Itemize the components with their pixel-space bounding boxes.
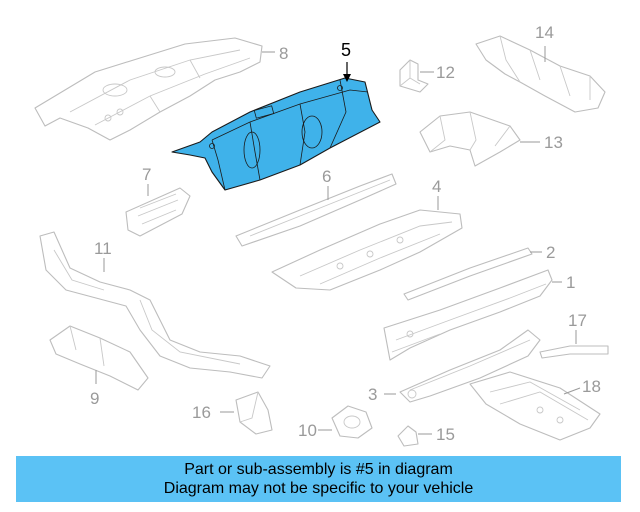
callout-12: 12	[436, 63, 455, 82]
part-4-outline	[271, 209, 463, 291]
part-13-outline	[419, 111, 521, 167]
part-9-outline	[49, 325, 149, 391]
part-6-outline	[235, 173, 397, 247]
callout-6: 6	[322, 167, 331, 186]
callout-10: 10	[298, 421, 317, 440]
part-3-outline	[399, 329, 541, 403]
banner-line-1: Part or sub-assembly is #5 in diagram	[184, 461, 453, 478]
callout-17: 17	[568, 311, 587, 330]
part-16-outline	[235, 391, 273, 435]
callout-9: 9	[90, 389, 99, 408]
callout-14: 14	[535, 23, 554, 42]
callout-2: 2	[546, 243, 555, 262]
callout-1: 1	[566, 273, 575, 292]
parts-diagram: 8 5 12 14 13 7 6	[34, 23, 609, 447]
part-10-outline	[331, 405, 373, 439]
callout-13: 13	[544, 133, 563, 152]
callout-5: 5	[341, 40, 351, 60]
part-2-outline	[403, 247, 533, 301]
banner-line-2: Diagram may not be specific to your vehi…	[163, 480, 474, 497]
part-8-outline	[34, 37, 263, 141]
info-banner: Part or sub-assembly is #5 in diagram Di…	[16, 456, 621, 502]
part-17-outline	[539, 345, 609, 359]
callout-7: 7	[142, 165, 151, 184]
callout-15: 15	[436, 425, 455, 444]
callout-16: 16	[192, 403, 211, 422]
part-11-outline	[39, 231, 271, 379]
part-1-outline	[383, 269, 553, 361]
callout-18: 18	[582, 377, 601, 396]
part-18-outline	[469, 371, 601, 441]
callout-11: 11	[94, 239, 112, 258]
callout-8: 8	[279, 44, 288, 63]
part-15-outline	[397, 425, 419, 447]
callout-4: 4	[432, 177, 441, 196]
part-12-outline	[399, 59, 429, 93]
callout-3: 3	[368, 385, 377, 404]
part-5-highlighted	[171, 77, 381, 191]
part-7-outline	[125, 187, 191, 237]
part-14-outline	[475, 35, 606, 113]
